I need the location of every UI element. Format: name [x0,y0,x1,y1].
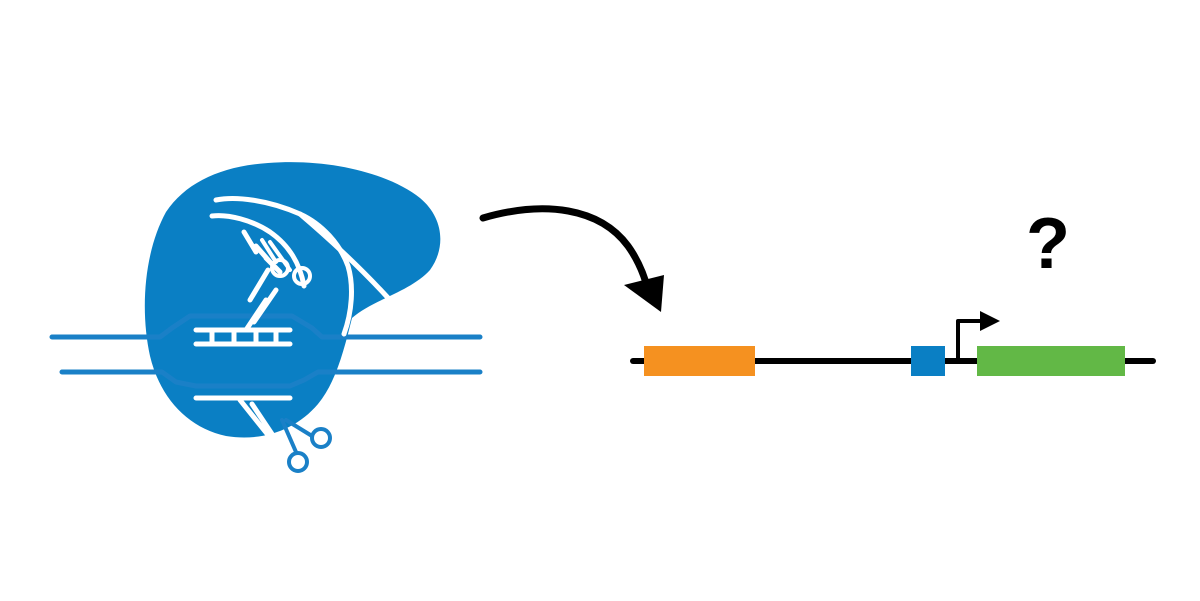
gene-locus: ? [630,204,1156,376]
scissors-bottom-ring-2 [287,451,309,473]
question-mark: ? [1026,204,1070,284]
guide-rna [193,196,419,455]
promoter-stem [956,319,986,363]
arrow-head [624,275,664,312]
blue-element [911,346,945,376]
scissors-icon [280,418,332,473]
scissors-icon [260,238,312,286]
scissors-bottom-blades [280,418,314,454]
scissors-top-blades [260,238,292,272]
promoter-arrow-head [980,311,1000,331]
green-gene [977,346,1125,376]
guide-rna-loop [213,196,354,337]
dna-top-strand [49,313,483,340]
target-dna-duplex [49,313,483,389]
scissors-top-ring-2 [292,266,312,286]
guide-rna-tail [297,211,419,333]
dna-bottom-strand [59,369,483,389]
arrow-shaft [479,205,652,294]
curved-arrow-icon [479,205,664,312]
rna-dna-hybrid [193,327,293,347]
bent-arrow-promoter-icon [956,311,1000,363]
cas9-complex [49,162,483,473]
cas9-protein [144,162,441,438]
scissors-bottom-ring-1 [310,427,332,449]
nontarget-strand-loop [193,395,293,455]
orange-element [644,346,755,376]
